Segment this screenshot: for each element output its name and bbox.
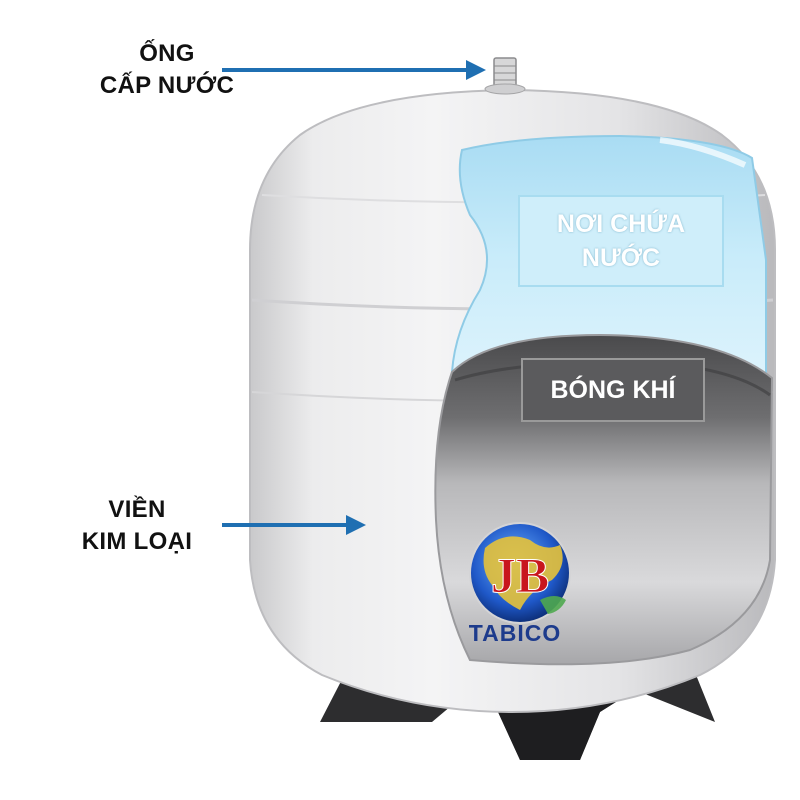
label-water-chamber-line1: NƠI CHỨA — [556, 210, 686, 238]
label-metal-shell-line2: KIM LOẠI — [81, 528, 193, 555]
label-supply-pipe-line1: ỐNG — [139, 40, 195, 67]
label-supply-pipe-line2: CẤP NƯỚC — [99, 72, 235, 99]
label-water-chamber: NƠI CHỨA NƯỚC — [518, 195, 724, 287]
logo-letters: JB — [491, 547, 549, 603]
label-water-chamber-line2: NƯỚC — [581, 244, 661, 272]
label-air-bladder: BÓNG KHÍ — [521, 358, 705, 422]
supply-pipe-fitting — [484, 57, 526, 95]
brand-logo: JB — [469, 522, 571, 624]
brand-name: TABICO — [468, 620, 562, 646]
label-metal-shell-line1: VIỀN — [108, 496, 166, 523]
label-metal-shell: VIỀN KIM LOẠI — [62, 494, 212, 558]
label-air-bladder-text: BÓNG KHÍ — [550, 375, 676, 404]
label-supply-pipe: ỐNG CẤP NƯỚC — [92, 38, 242, 102]
